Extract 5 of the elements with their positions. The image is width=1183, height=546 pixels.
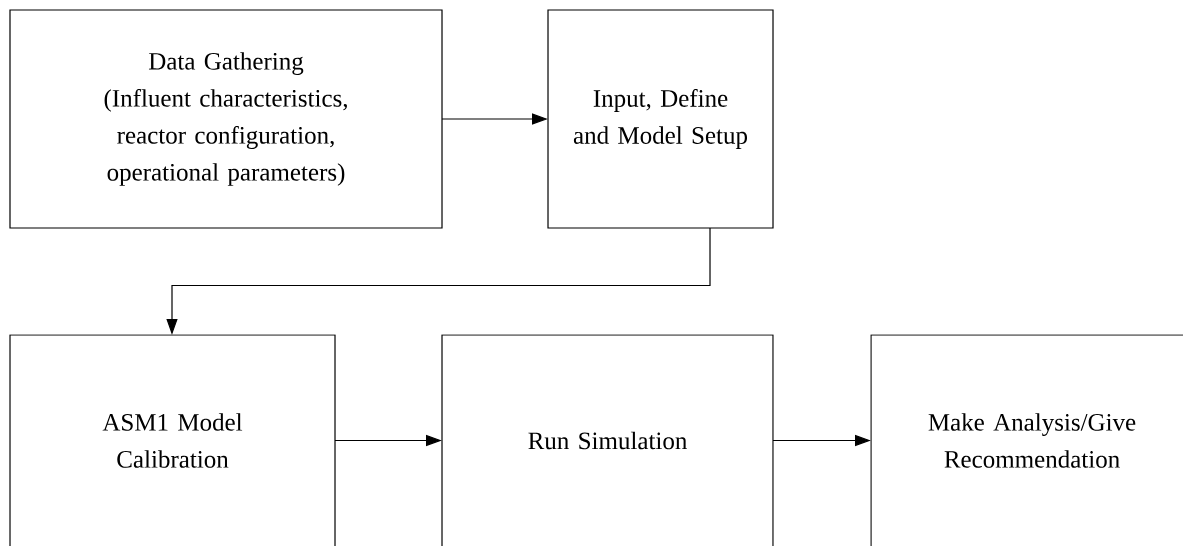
process-box: Data Gathering (Influent characteristics, reactor configuration, operational parameters) bbox=[9, 9, 443, 229]
process-box: Run Simulation bbox=[441, 334, 774, 546]
process-box: Make Analysis/Give Recommendation bbox=[870, 334, 1183, 546]
process-box: ASM1 Model Calibration bbox=[9, 334, 336, 546]
process-box: Input, Define and Model Setup bbox=[547, 9, 774, 229]
